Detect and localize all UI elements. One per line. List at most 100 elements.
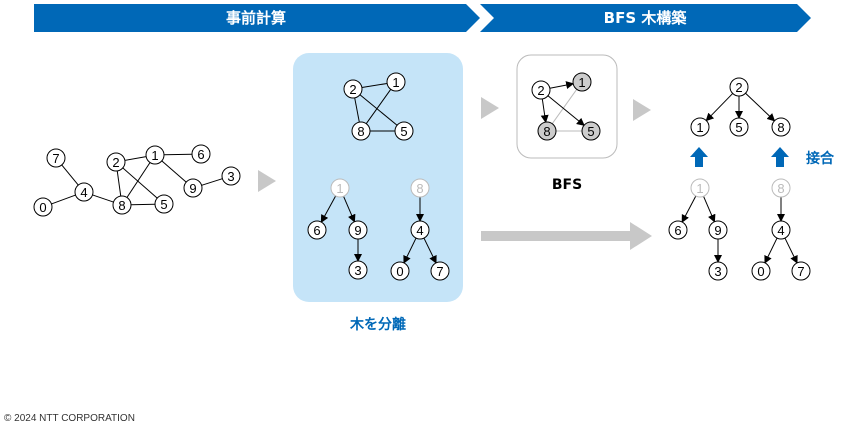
result-forest-1-node-7: 7 xyxy=(791,261,811,281)
forest-0-node-3-circle xyxy=(348,260,368,280)
forest-0-node-3-label: 3 xyxy=(354,263,361,278)
original-edge-4-8 xyxy=(92,194,114,203)
forest-1-node-0-circle xyxy=(390,261,410,281)
original-edge-1-8 xyxy=(126,162,151,198)
original-node-6-circle xyxy=(191,144,211,164)
original-node-8: 8 xyxy=(112,195,132,215)
original-edge-2-1 xyxy=(124,156,147,161)
original-node-6-label: 6 xyxy=(197,147,204,162)
result-forest-0-node-6-label: 6 xyxy=(674,223,681,238)
result-node-2-circle xyxy=(729,77,749,97)
original-node-4-circle xyxy=(74,182,94,202)
result-edge-2-1 xyxy=(705,93,734,122)
original-node-0-circle xyxy=(33,197,53,217)
original-node-4: 4 xyxy=(74,182,94,202)
result-node-8: 8 xyxy=(771,117,791,137)
edge-layer xyxy=(51,81,798,264)
merge-arrow-left xyxy=(690,147,708,167)
result-forest-0-node-3-label: 3 xyxy=(714,264,721,279)
core-node-1-circle xyxy=(386,72,406,92)
bfs-node-1: 1 xyxy=(572,72,592,92)
original-edge-2-5 xyxy=(122,167,158,199)
result-forest-1-node-0-label: 0 xyxy=(757,264,764,279)
original-node-0-label: 0 xyxy=(39,200,46,215)
bfs-caption: BFS xyxy=(552,177,582,193)
forest-1-node-0: 0 xyxy=(390,261,410,281)
bfs-build-banner: BFS 木構築 xyxy=(480,4,811,32)
forest-0-node-9: 9 xyxy=(348,220,368,240)
result-node-1-label: 1 xyxy=(696,120,703,135)
bfs-node-5-label: 5 xyxy=(587,124,594,139)
original-edge-7-4 xyxy=(61,164,79,186)
bfs-tree-edge-2-1 xyxy=(549,81,575,89)
original-node-3-label: 3 xyxy=(227,169,234,184)
result-node-2-label: 2 xyxy=(735,80,742,95)
original-node-0: 0 xyxy=(33,197,53,217)
result-forest-0-node-9: 9 xyxy=(708,220,728,240)
original-node-6: 6 xyxy=(191,144,211,164)
bfs-node-1-circle xyxy=(572,72,592,92)
bfs-box xyxy=(516,54,618,159)
original-node-1-label: 1 xyxy=(151,148,158,163)
result-node-5-circle xyxy=(729,117,749,137)
original-node-8-label: 8 xyxy=(118,198,125,213)
forest-0-node-6: 6 xyxy=(307,220,327,240)
original-edge-1-6 xyxy=(163,153,193,156)
result-forest-1-node-4-circle xyxy=(771,220,791,240)
bfs-node-1-label: 1 xyxy=(578,75,585,90)
original-node-3: 3 xyxy=(221,166,241,186)
result-node-2: 2 xyxy=(729,77,749,97)
separate-tree-caption: 木を分離 xyxy=(349,316,406,333)
process-arrow-3 xyxy=(633,99,651,121)
forest-1-node-7-label: 7 xyxy=(436,264,443,279)
bfs-tree-edge-2-5 xyxy=(547,95,585,126)
forest-0-node-9-label: 9 xyxy=(354,223,361,238)
forest-0-node-1: 1 xyxy=(330,178,350,198)
result-node-1: 1 xyxy=(690,117,710,137)
result-forest-1-node-8-circle xyxy=(771,178,791,198)
original-node-9: 9 xyxy=(183,178,203,198)
original-node-8-circle xyxy=(112,195,132,215)
original-node-7: 7 xyxy=(46,148,66,168)
result-forest-1-edge-4-7 xyxy=(784,237,798,264)
forest-0-node-6-label: 6 xyxy=(313,223,320,238)
original-node-2-circle xyxy=(106,152,126,172)
forest-0-node-1-circle xyxy=(330,178,350,198)
original-edge-0-4 xyxy=(51,194,76,205)
core-node-5-label: 5 xyxy=(400,124,407,139)
forest-1-edge-4-7 xyxy=(423,237,437,264)
precompute-banner: 事前計算 xyxy=(34,4,480,32)
forest-1-node-8-label: 8 xyxy=(416,181,423,196)
forest-1-edge-4-0 xyxy=(403,237,417,264)
forest-1-node-4-circle xyxy=(410,220,430,240)
result-forest-0-node-9-circle xyxy=(708,220,728,240)
result-node-5-label: 5 xyxy=(735,120,742,135)
result-forest-0-edge-1-6 xyxy=(681,195,697,223)
original-node-4-label: 4 xyxy=(80,185,87,200)
merge-arrow-right xyxy=(771,147,789,167)
core-node-1: 1 xyxy=(386,72,406,92)
original-edge-2-8 xyxy=(116,170,122,197)
original-node-3-circle xyxy=(221,166,241,186)
bfs-tree-edge-2-8 xyxy=(540,98,549,124)
original-node-1-circle xyxy=(145,145,165,165)
bfs-node-2-label: 2 xyxy=(537,83,544,98)
core-edge-2-1 xyxy=(361,82,388,89)
forest-0-node-9-circle xyxy=(348,220,368,240)
original-node-9-label: 9 xyxy=(189,181,196,196)
core-node-8-circle xyxy=(351,121,371,141)
result-node-5: 5 xyxy=(729,117,749,137)
result-node-8-label: 8 xyxy=(777,120,784,135)
result-forest-1-edge-4-0 xyxy=(764,237,778,264)
process-arrow-2 xyxy=(481,97,499,119)
forest-0-edge-1-9 xyxy=(343,196,356,223)
bfs-node-2: 2 xyxy=(531,80,551,100)
core-edge-2-8 xyxy=(354,97,360,123)
core-node-2: 2 xyxy=(343,79,363,99)
forest-0-node-1-label: 1 xyxy=(336,181,343,196)
forest-1-node-8-circle xyxy=(410,178,430,198)
original-node-9-circle xyxy=(183,178,203,198)
merge-caption: 接合 xyxy=(806,150,835,167)
original-node-2: 2 xyxy=(106,152,126,172)
